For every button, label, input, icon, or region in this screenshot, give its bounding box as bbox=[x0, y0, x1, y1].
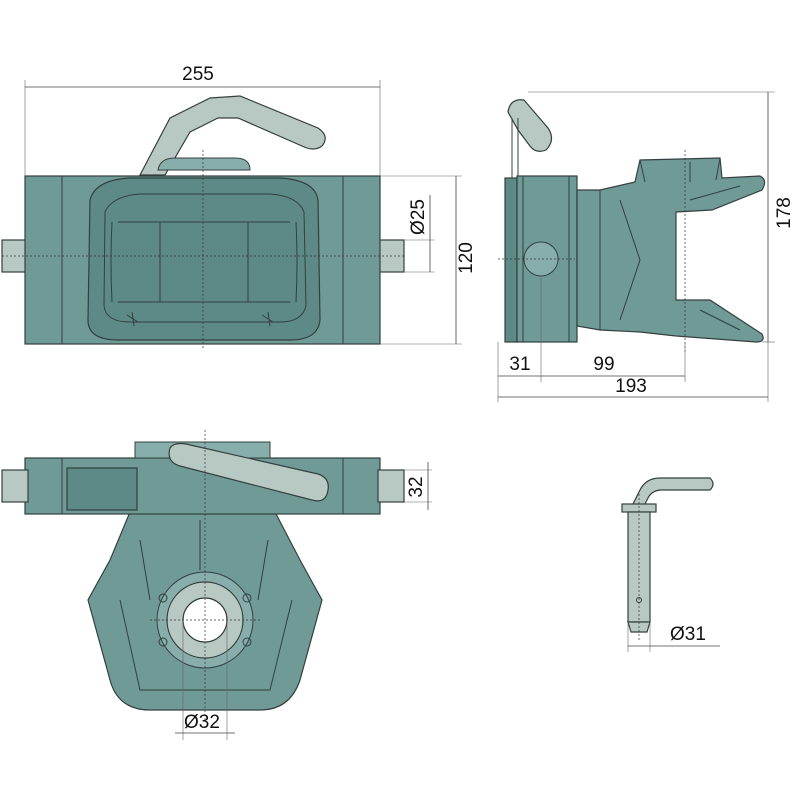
top-view-pocket bbox=[87, 177, 321, 341]
dim-side-mid: 99 bbox=[593, 354, 614, 375]
top-view-plate bbox=[157, 157, 251, 171]
dim-front-pin: 32 bbox=[406, 476, 427, 497]
top-view-handle bbox=[139, 95, 326, 176]
front-view-handle bbox=[168, 442, 329, 502]
dim-front-bore: Ø32 bbox=[184, 712, 220, 733]
side-view: 178 31 99 193 bbox=[497, 91, 795, 402]
front-view-label-plate bbox=[66, 467, 138, 511]
dim-side-left: 31 bbox=[509, 354, 530, 375]
side-view-plate bbox=[504, 177, 518, 343]
side-view-handle bbox=[507, 99, 553, 152]
side-view-jaw bbox=[576, 157, 766, 343]
dim-side-total: 193 bbox=[615, 376, 647, 397]
dim-side-height: 178 bbox=[774, 197, 795, 229]
dim-top-bore: Ø25 bbox=[408, 199, 429, 235]
front-view: 32 Ø32 bbox=[1, 430, 432, 740]
dim-top-height: 120 bbox=[456, 242, 477, 274]
dim-pin-diameter: Ø31 bbox=[670, 624, 706, 645]
pin-view: Ø31 bbox=[621, 477, 720, 652]
pin-handle bbox=[631, 477, 714, 507]
front-view-right-pin bbox=[377, 469, 405, 503]
dim-top-width: 255 bbox=[182, 64, 214, 85]
side-view-bore bbox=[523, 241, 559, 277]
top-view: 255 Ø25 120 bbox=[1, 64, 477, 350]
front-view-left-pin bbox=[1, 469, 29, 503]
